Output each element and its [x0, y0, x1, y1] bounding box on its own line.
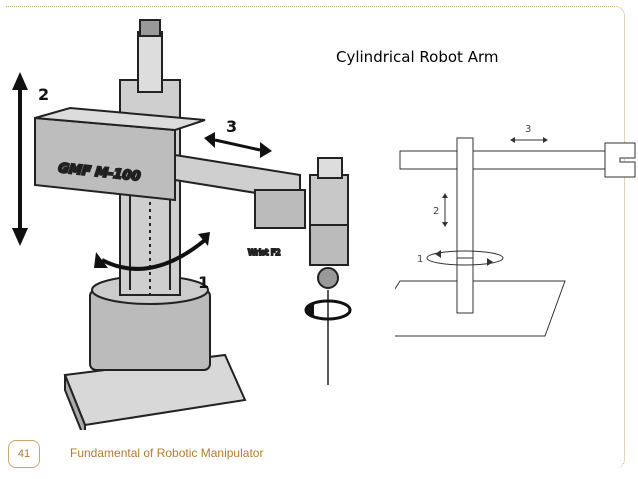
robot-horizontal-arm — [174, 153, 306, 229]
schematic-axis-label-2: 2 — [433, 206, 439, 217]
wrist-rotation-arrow — [304, 299, 352, 321]
robot-wrist: Wrist F2 — [247, 157, 349, 385]
wrist-label: Wrist F2 — [248, 248, 281, 257]
schematic-axis-label-3: 3 — [525, 124, 531, 135]
page-number: 41 — [8, 440, 40, 468]
axis-2-arrow — [12, 72, 28, 246]
slide-frame — [6, 6, 625, 469]
schematic-axis-1-rotation — [426, 250, 504, 266]
photo-axis-label-3: 3 — [226, 117, 237, 136]
robot-arm-housing: GMF M-100 — [34, 106, 206, 202]
photo-axis-label-2: 2 — [38, 85, 49, 104]
cylindrical-robot-schematic: 3 2 1 — [395, 124, 636, 337]
schematic-arm — [395, 137, 636, 337]
schematic-column-base — [456, 257, 474, 314]
schematic-axis-2-arrow — [442, 193, 448, 227]
axis-1-rotation-arrow — [94, 232, 210, 271]
axis-3-arrow — [204, 132, 272, 158]
slide-title: Cylindrical Robot Arm — [336, 48, 499, 66]
schematic-axis-label-1: 1 — [417, 254, 423, 265]
robot-base — [63, 275, 247, 430]
robot-illustration: GMF M-100 Wrist F2 2 3 — [12, 19, 352, 430]
schematic-axis-3-arrow — [510, 137, 548, 143]
photo-axis-label-1: 1 — [198, 273, 209, 292]
footer-text: Fundamental of Robotic Manipulator — [70, 446, 264, 460]
